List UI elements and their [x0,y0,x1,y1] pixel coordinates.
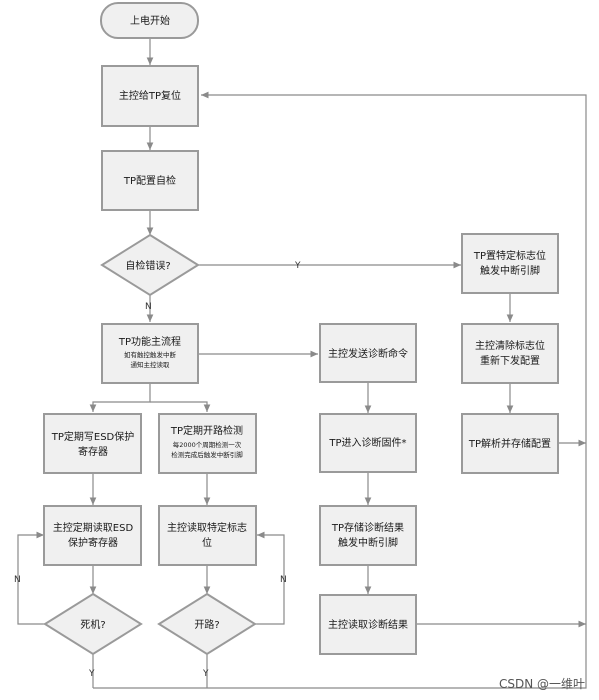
openq-text: 开路? [194,618,219,631]
diagfw-text: TP进入诊断固件* [328,436,406,449]
label-no-check: N [145,302,152,312]
edge-return-reset [93,91,587,689]
selfcheck-node [101,150,199,211]
mainflow-node [101,323,199,384]
parsestore-text: TP解析并存储配置 [468,437,551,450]
edge-dead-loop [17,531,45,625]
reset-node [101,65,199,127]
storediag-text-1: TP存储诊断结果 [331,521,404,534]
parsestore-node [461,413,559,474]
esdwrite-node [43,413,142,474]
watermark: CSDN @一维叶 [498,677,585,691]
selfcheck-text: TP配置自检 [123,174,176,187]
dead-text: 死机? [80,618,105,631]
setflag-text-2: 触发中断引脚 [480,264,540,277]
label-no-dead: N [14,575,21,585]
readflag-text-1: 主控读取特定标志 [167,521,247,534]
reset-text: 主控给TP复位 [119,89,181,102]
start-text: 上电开始 [130,14,170,27]
readflag-node [158,505,257,566]
openq-decision [157,592,257,656]
readdiag-text: 主控读取诊断结果 [328,618,408,631]
storediag-node [319,505,417,566]
setflag-node [461,233,559,294]
esdwrite-text-1: TP定期写ESD保护 [51,430,135,443]
dead-decision [43,592,143,656]
clearflag-node [461,323,559,384]
label-no-open: N [280,575,287,585]
storediag-text-2: 触发中断引脚 [338,536,398,549]
senddiag-text: 主控发送诊断命令 [328,347,408,360]
setflag-text-1: TP置特定标志位 [473,249,546,262]
esdread-text-2: 保护寄存器 [68,536,118,549]
opendetect-node [158,413,257,474]
edge-mainflow-esdwrite [89,383,151,412]
label-yes-open: Y [202,669,209,679]
mainflow-note-2: 通知主控读取 [131,360,171,369]
mainflow-text: TP功能主流程 [118,335,181,348]
readdiag-node [319,594,417,655]
opendetect-text: TP定期开路检测 [170,424,243,437]
edge-mainflow-opendetect [150,401,211,412]
diagfw-node [319,413,417,473]
label-yes-dead: Y [88,669,95,679]
readflag-text-2: 位 [202,536,212,549]
start-node [100,2,199,39]
esdread-text-1: 主控定期读取ESD [53,521,134,534]
opendetect-note-2: 检测完成后触发中断引脚 [171,450,243,459]
esdwrite-text-2: 寄存器 [78,445,108,458]
checkerr-text: 自检错误? [125,259,170,272]
edge-openq-loop [255,531,285,625]
mainflow-note-1: 如有触控触发中断 [124,350,177,359]
clearflag-text-1: 主控清除标志位 [475,339,545,352]
connectors [17,38,587,689]
checkerr-decision [100,233,200,297]
opendetect-note-1: 每2000个周期检测一次 [173,440,242,449]
label-yes-check: Y [294,261,301,271]
clearflag-text-2: 重新下发配置 [480,354,540,367]
esdread-node [43,505,142,566]
senddiag-node [319,323,417,383]
